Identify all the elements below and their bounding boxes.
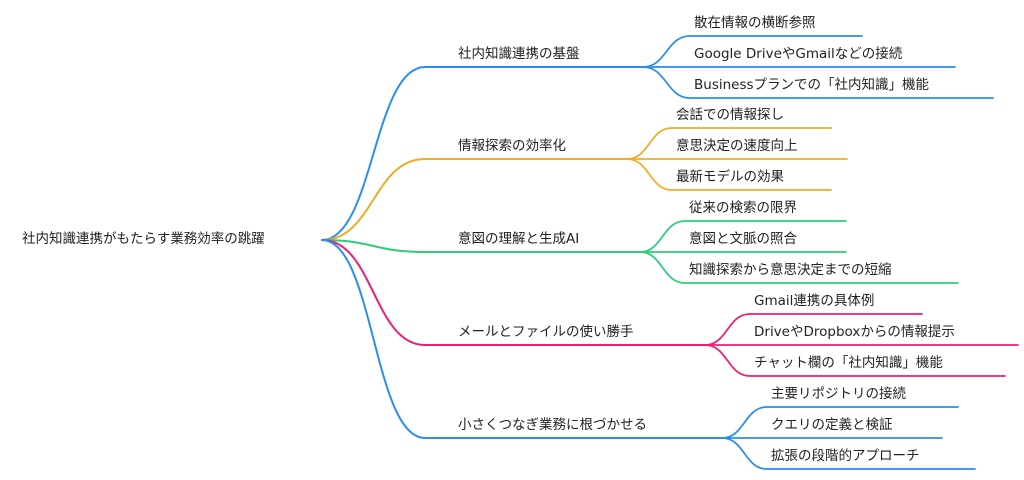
leaf-topic[interactable]: Google DriveやGmailなどの接続	[694, 46, 903, 62]
branch-topic[interactable]: 社内知識連携の基盤	[458, 46, 580, 62]
branch-connector	[321, 239, 641, 253]
leaf-topic[interactable]: 従来の検索の限界	[689, 200, 797, 216]
leaf-connector	[639, 251, 959, 284]
leaf-topic[interactable]: 最新モデルの効果	[676, 169, 784, 185]
leaf-topic[interactable]: 散在情報の横断参照	[694, 15, 816, 31]
leaf-topic[interactable]: 意図と文脈の照合	[689, 231, 797, 247]
leaf-connector	[626, 158, 832, 191]
root-topic[interactable]: 社内知識連携がもたらす業務効率の跳躍	[22, 231, 265, 247]
leaf-connector	[704, 344, 1006, 377]
leaf-connector	[642, 66, 994, 99]
leaf-topic[interactable]: クエリの定義と検証	[771, 417, 893, 433]
leaf-connector	[626, 127, 832, 160]
branch-topic[interactable]: 意図の理解と生成AI	[458, 231, 580, 247]
branch-connector	[321, 239, 723, 439]
branch-connector	[321, 239, 706, 346]
leaf-topic[interactable]: DriveやDropboxからの情報提示	[754, 324, 955, 340]
leaf-topic[interactable]: 主要リポジトリの接続	[771, 386, 906, 402]
branch-topic[interactable]: 情報探索の効率化	[458, 138, 566, 154]
leaf-connector	[721, 406, 959, 439]
leaf-connector	[721, 437, 976, 470]
branch-topic[interactable]: 小さくつなぎ業務に根づかせる	[458, 417, 647, 433]
leaf-connector	[639, 220, 847, 253]
leaf-connector	[704, 313, 923, 346]
branch-connector	[321, 66, 644, 241]
leaf-topic[interactable]: Gmail連携の具体例	[754, 293, 875, 309]
leaf-topic[interactable]: チャット欄の「社内知識」機能	[754, 355, 943, 371]
leaf-topic[interactable]: Businessプランでの「社内知識」機能	[694, 77, 930, 93]
leaf-topic[interactable]: 会話での情報探し	[676, 107, 784, 123]
leaf-topic[interactable]: 意思決定の速度向上	[676, 138, 798, 154]
leaf-topic[interactable]: 知識探索から意思決定までの短縮	[689, 262, 892, 278]
branch-topic[interactable]: メールとファイルの使い勝手	[458, 324, 634, 340]
leaf-topic[interactable]: 拡張の段階的アプローチ	[771, 448, 920, 464]
leaf-connector	[642, 35, 863, 68]
branch-connector	[321, 158, 628, 241]
